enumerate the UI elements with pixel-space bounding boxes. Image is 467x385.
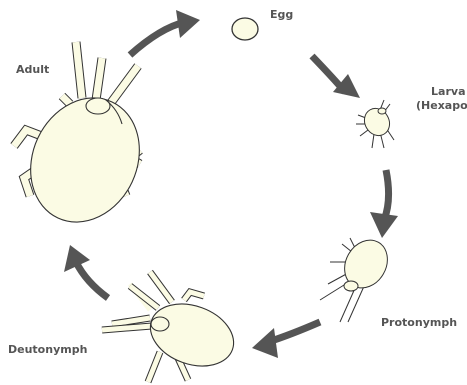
egg-shape <box>232 18 258 40</box>
deutonymph-mite <box>102 272 242 382</box>
arrow-egg-to-larva <box>312 56 360 98</box>
larva-label-sub: (Hexapod) <box>416 99 467 113</box>
deutonymph-label: Deutonymph <box>8 343 87 357</box>
arrow-adult-to-egg <box>130 10 200 55</box>
protonymph-mite <box>320 232 396 322</box>
larva-label-name: Larva <box>416 85 467 99</box>
larva-label: Larva (Hexapod) <box>416 85 467 113</box>
arrow-deutonymph-to-adult <box>64 245 108 298</box>
arrow-protonymph-to-deutonymph <box>252 322 320 358</box>
protonymph-label: Protonymph <box>381 316 457 330</box>
egg-label: Egg <box>270 8 293 22</box>
arrow-larva-to-protonymph <box>370 170 398 238</box>
larva-mite <box>356 100 394 148</box>
adult-label: Adult <box>16 63 49 77</box>
